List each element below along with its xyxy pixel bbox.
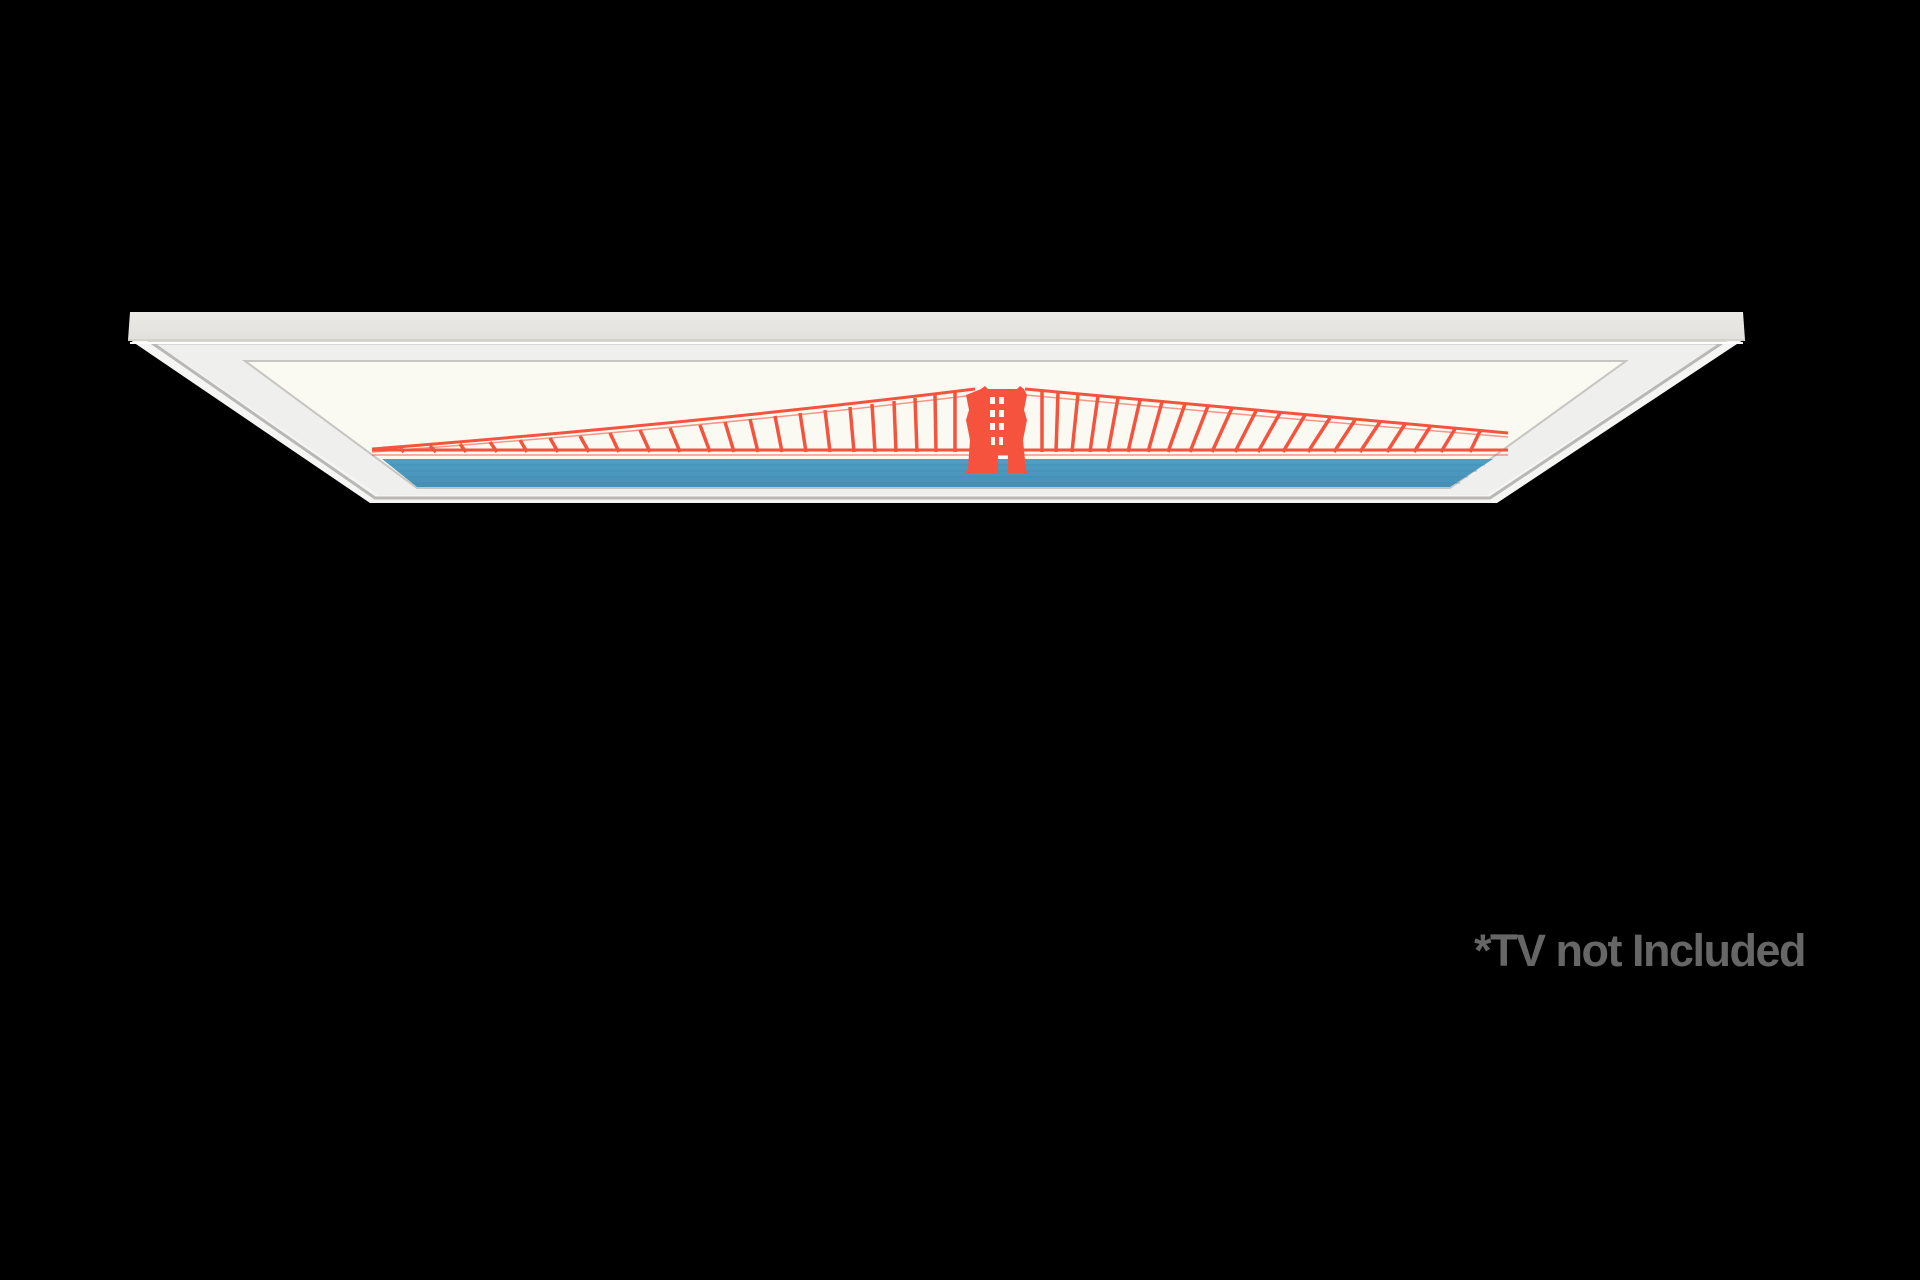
bridge: [371, 387, 1509, 456]
frame-top-bar: [128, 312, 1745, 340]
tv-not-included-disclaimer: *TV not Included: [1474, 925, 1807, 976]
tower-windows: [990, 397, 1004, 445]
bridge-tower: [965, 386, 1028, 473]
water-band: [382, 459, 1493, 487]
suspenders-left: [398, 392, 957, 454]
water-texture: [390, 464, 1485, 484]
suspenders-right: [1040, 391, 1482, 453]
